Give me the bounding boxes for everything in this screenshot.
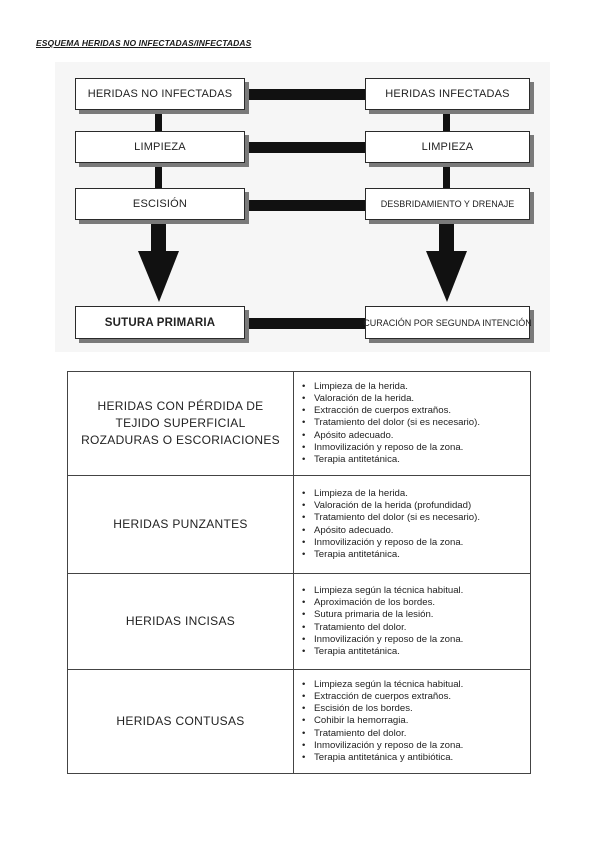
left-header-box: HERIDAS NO INFECTADAS [75, 78, 245, 110]
wound-type-cell: HERIDAS INCISAS [67, 573, 294, 670]
right-link-2 [443, 165, 450, 188]
wound-care-table: HERIDAS CON PÉRDIDA DE TEJIDO SUPERFICIA… [67, 371, 531, 774]
wound-type-cell: HERIDAS CONTUSAS [67, 669, 294, 774]
right-result-box: CURACIÓN POR SEGUNDA INTENCIÓN [363, 306, 532, 339]
connector-header [245, 89, 365, 100]
list-item: Terapia antitetánica. [302, 549, 524, 561]
list-item: Inmovilización y reposo de la zona. [302, 740, 524, 752]
list-item: Terapia antitetánica. [302, 646, 524, 658]
list-item: Cohibir la hemorragia. [302, 715, 524, 727]
list-item: Escisión de los bordes. [302, 703, 524, 715]
care-steps-list: Limpieza de la herida. Valoración de la … [302, 488, 524, 561]
list-item: Limpieza de la herida. [302, 488, 524, 500]
list-item: Tratamiento del dolor (si es necesario). [302, 512, 524, 524]
left-arrow-shaft [151, 222, 166, 252]
list-item: Terapia antitetánica y antibiótica. [302, 752, 524, 764]
list-item: Terapia antitetánica. [302, 454, 524, 466]
right-step2-box: DESBRIDAMIENTO Y DRENAJE [365, 188, 530, 220]
table-row: HERIDAS CONTUSAS Limpieza según la técni… [67, 669, 531, 774]
list-item: Tratamiento del dolor. [302, 622, 524, 634]
list-item: Extracción de cuerpos extraños. [302, 691, 524, 703]
list-item: Valoración de la herida (profundidad) [302, 500, 524, 512]
list-item: Sutura primaria de la lesión. [302, 609, 524, 621]
care-steps-cell: Limpieza de la herida. Valoración de la … [293, 475, 531, 574]
care-steps-cell: Limpieza de la herida. Valoración de la … [293, 371, 531, 476]
list-item: Limpieza según la técnica habitual. [302, 679, 524, 691]
right-arrow-shaft [439, 222, 454, 252]
care-steps-list: Limpieza según la técnica habitual. Extr… [302, 679, 524, 764]
diagram-connectors [138, 89, 467, 329]
care-steps-list: Limpieza según la técnica habitual. Apro… [302, 585, 524, 658]
list-item: Limpieza según la técnica habitual. [302, 585, 524, 597]
right-link-1 [443, 111, 450, 131]
connector-step2 [245, 200, 365, 211]
list-item: Aproximación de los bordes. [302, 597, 524, 609]
list-item: Apósito adecuado. [302, 525, 524, 537]
list-item: Inmovilización y reposo de la zona. [302, 634, 524, 646]
connector-result [245, 318, 365, 329]
document-title: ESQUEMA HERIDAS NO INFECTADAS/INFECTADAS [36, 38, 252, 48]
care-steps-cell: Limpieza según la técnica habitual. Apro… [293, 573, 531, 670]
care-steps-list: Limpieza de la herida. Valoración de la … [302, 381, 524, 466]
connector-step1 [245, 142, 365, 153]
list-item: Limpieza de la herida. [302, 381, 524, 393]
left-link-2 [155, 165, 162, 188]
right-header-box: HERIDAS INFECTADAS [365, 78, 530, 110]
list-item: Tratamiento del dolor. [302, 728, 524, 740]
care-steps-cell: Limpieza según la técnica habitual. Extr… [293, 669, 531, 774]
left-step1-box: LIMPIEZA [75, 131, 245, 163]
left-step2-box: ESCISIÓN [75, 188, 245, 220]
list-item: Inmovilización y reposo de la zona. [302, 442, 524, 454]
left-result-box: SUTURA PRIMARIA [75, 306, 245, 339]
list-item: Extracción de cuerpos extraños. [302, 405, 524, 417]
list-item: Inmovilización y reposo de la zona. [302, 537, 524, 549]
list-item: Tratamiento del dolor (si es necesario). [302, 417, 524, 429]
left-link-1 [155, 111, 162, 131]
wound-flow-diagram: HERIDAS NO INFECTADAS HERIDAS INFECTADAS… [55, 62, 550, 352]
left-arrow-head [138, 251, 179, 302]
table-row: HERIDAS INCISAS Limpieza según la técnic… [67, 573, 531, 670]
right-step1-box: LIMPIEZA [365, 131, 530, 163]
list-item: Valoración de la herida. [302, 393, 524, 405]
table-row: HERIDAS CON PÉRDIDA DE TEJIDO SUPERFICIA… [67, 371, 531, 476]
wound-type-cell: HERIDAS PUNZANTES [67, 475, 294, 574]
wound-type-cell: HERIDAS CON PÉRDIDA DE TEJIDO SUPERFICIA… [67, 371, 294, 476]
table-row: HERIDAS PUNZANTES Limpieza de la herida.… [67, 475, 531, 574]
list-item: Apósito adecuado. [302, 430, 524, 442]
right-arrow-head [426, 251, 467, 302]
